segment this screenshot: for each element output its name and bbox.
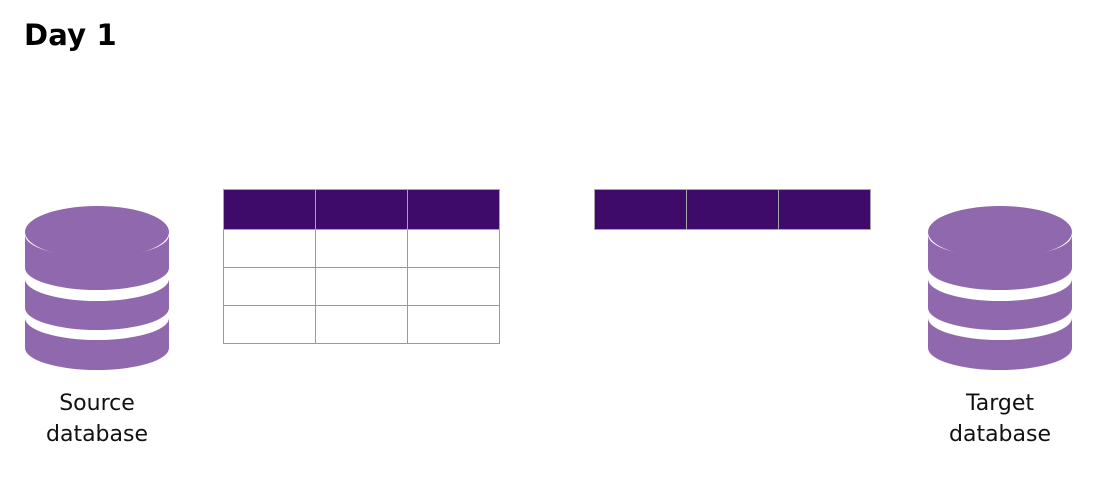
source-database-icon xyxy=(22,200,172,375)
table-cell xyxy=(315,305,408,344)
table-header-cell xyxy=(315,189,408,230)
target-label-line2: database xyxy=(949,422,1051,447)
table-row xyxy=(223,267,500,306)
source-label-line1: Source xyxy=(59,391,135,416)
source-database-label: Source database xyxy=(0,388,197,450)
table-cell xyxy=(315,267,408,306)
table-cell xyxy=(315,229,408,268)
target-database-icon xyxy=(925,200,1075,375)
table-header-cell xyxy=(778,189,871,230)
page-title: Day 1 xyxy=(24,18,117,52)
table-cell xyxy=(407,305,500,344)
target-table xyxy=(594,189,871,230)
source-label-line2: database xyxy=(46,422,148,447)
target-database-label: Target database xyxy=(900,388,1100,450)
table-row xyxy=(223,305,500,344)
table-cell xyxy=(407,229,500,268)
table-cell xyxy=(407,267,500,306)
database-icon xyxy=(928,206,1072,370)
table-header-cell xyxy=(223,189,316,230)
target-label-line1: Target xyxy=(965,391,1035,416)
table-cell xyxy=(223,229,316,268)
table-header-cell xyxy=(686,189,779,230)
table-cell xyxy=(223,267,316,306)
table-cell xyxy=(223,305,316,344)
table-header-cell xyxy=(594,189,687,230)
database-icon xyxy=(25,206,169,370)
source-table xyxy=(223,189,500,344)
table-row xyxy=(223,229,500,268)
table-header-cell xyxy=(407,189,500,230)
table-header-row xyxy=(594,189,871,230)
table-header-row xyxy=(223,189,500,230)
